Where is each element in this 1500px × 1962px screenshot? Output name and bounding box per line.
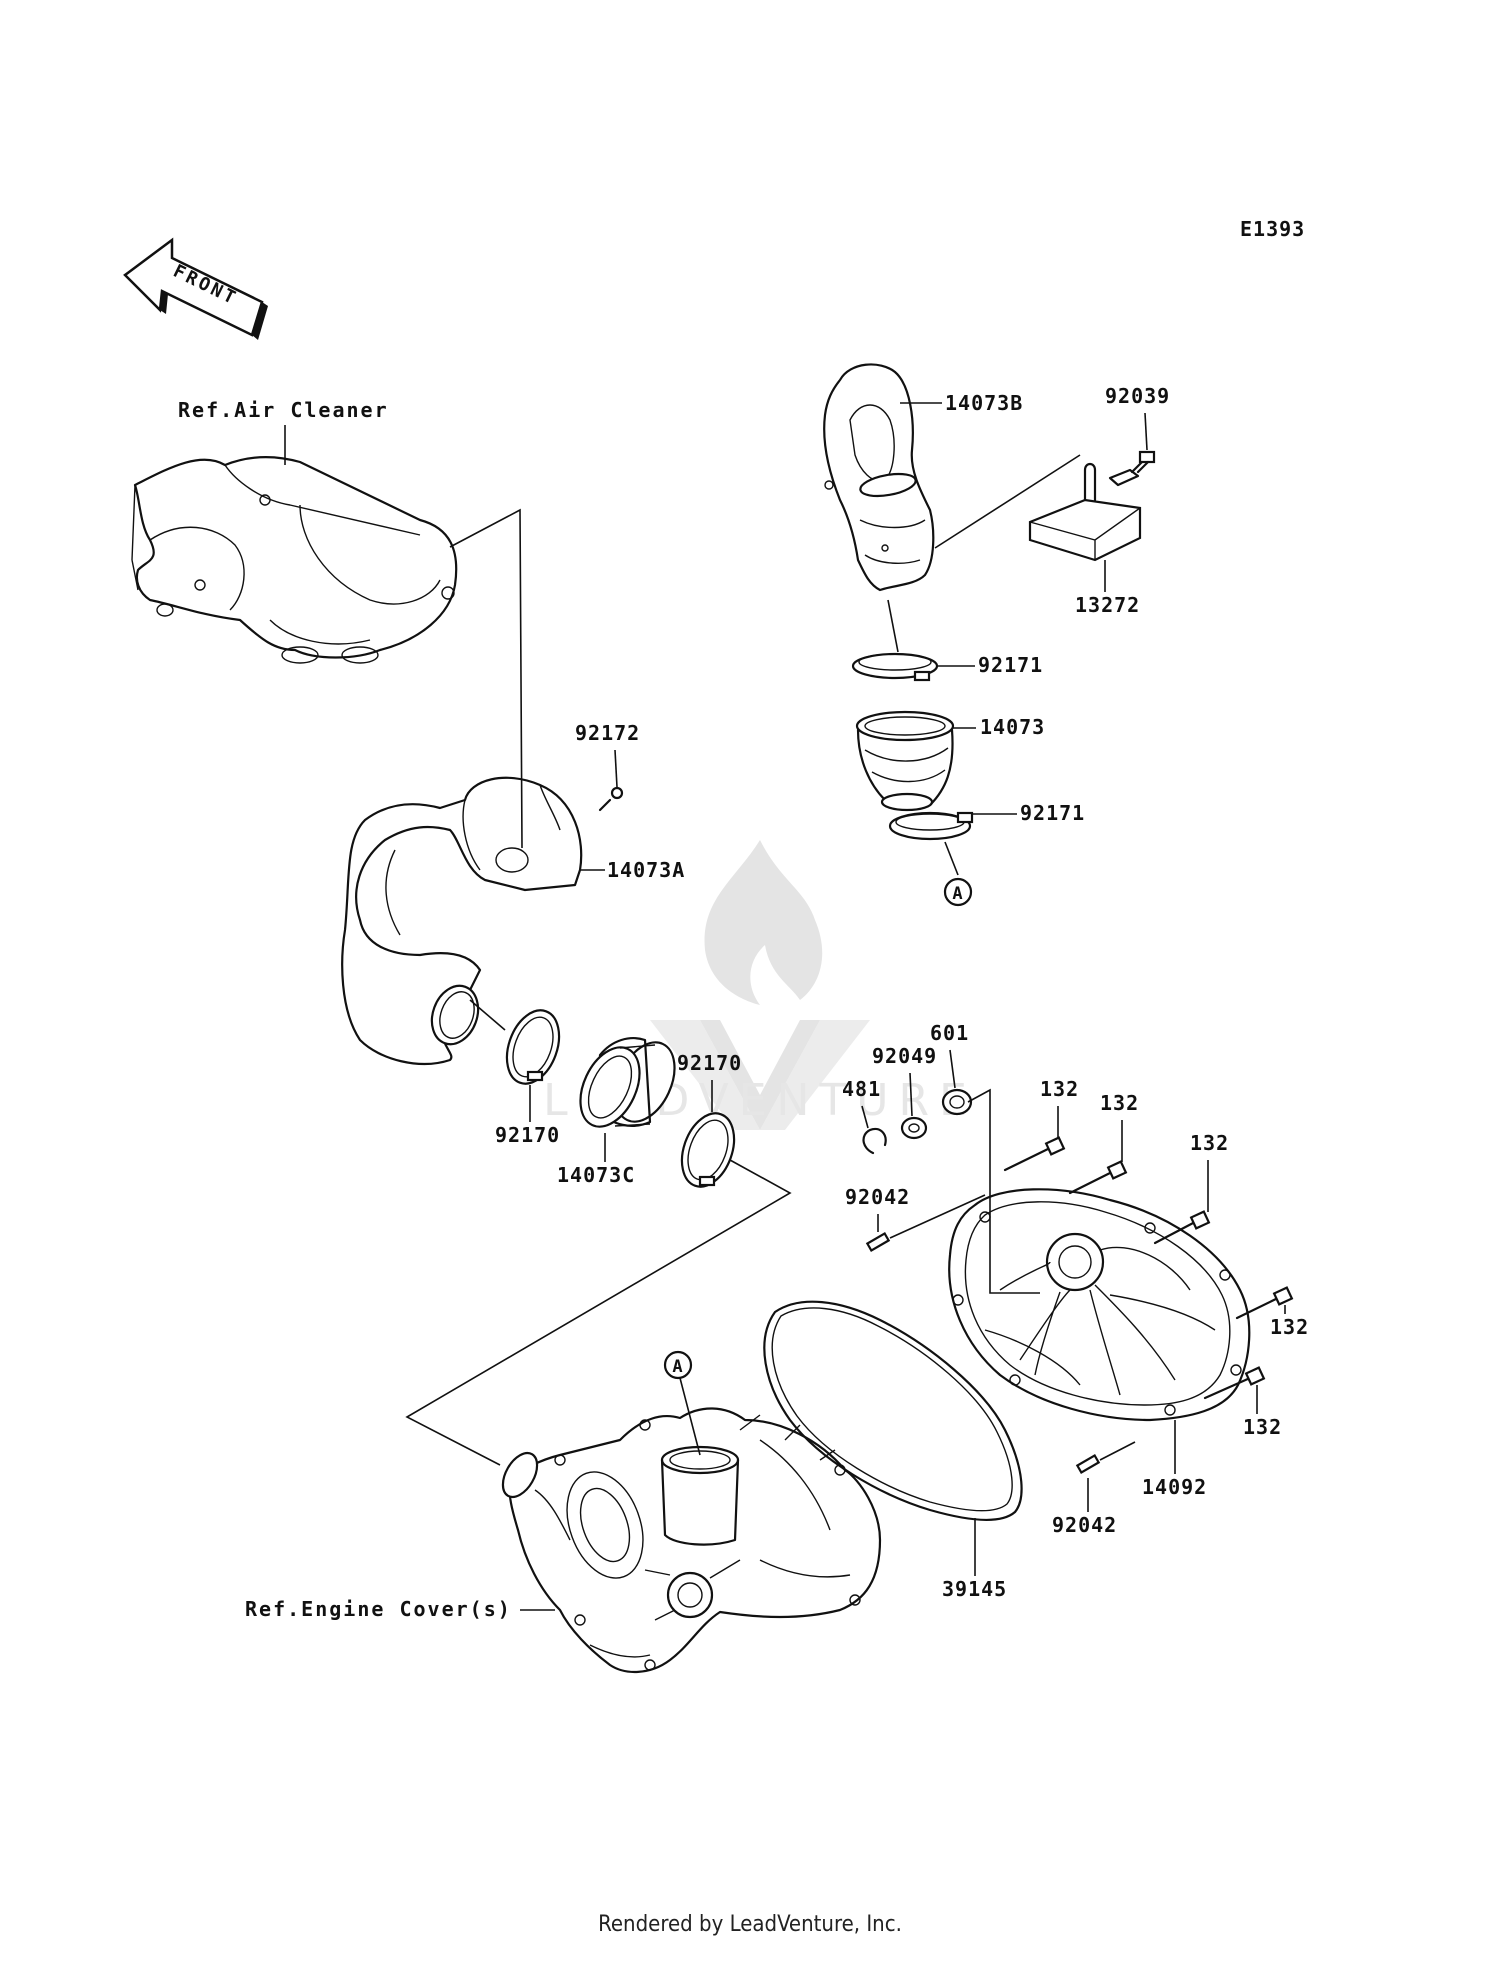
ref-air-cleaner-label: Ref.Air Cleaner bbox=[178, 398, 389, 422]
label-92042-top: 92042 bbox=[845, 1185, 910, 1209]
label-14073a: 14073A bbox=[607, 858, 685, 882]
seal-92049 bbox=[900, 1116, 928, 1140]
dowel-92042-bottom bbox=[1075, 1454, 1101, 1474]
dowel-92042-top bbox=[865, 1232, 891, 1252]
label-601: 601 bbox=[930, 1021, 969, 1045]
duct-14073b bbox=[823, 363, 935, 592]
duct-14073a bbox=[341, 776, 583, 1066]
clamp-92171-top bbox=[851, 652, 939, 682]
engine-cover-ref-part bbox=[501, 1407, 882, 1674]
label-132-e: 132 bbox=[1243, 1415, 1282, 1439]
gasket-39145 bbox=[763, 1300, 1023, 1521]
callout-a-top-label: A bbox=[952, 884, 963, 904]
bearing-601 bbox=[941, 1088, 973, 1116]
screw-92172: 92172 bbox=[575, 721, 640, 812]
bolt-132-d bbox=[1235, 1286, 1294, 1320]
label-132-d: 132 bbox=[1270, 1315, 1309, 1339]
label-14073b: 14073B bbox=[945, 391, 1023, 415]
diagram-code: E1393 bbox=[1240, 217, 1305, 241]
circlip-481 bbox=[862, 1127, 887, 1155]
footer-credit: Rendered by LeadVenture, Inc. bbox=[598, 1912, 902, 1937]
label-14073: 14073 bbox=[980, 715, 1045, 739]
label-13272: 13272 bbox=[1075, 593, 1140, 617]
connector-601 bbox=[967, 1088, 1040, 1294]
callout-a-bottom: A bbox=[663, 1350, 701, 1456]
clamp-92170-left bbox=[505, 1009, 561, 1085]
bolt-132-a bbox=[1003, 1136, 1066, 1172]
connector-engine-cover bbox=[405, 1159, 792, 1466]
label-92049: 92049 bbox=[872, 1044, 937, 1068]
label-92170-right: 92170 bbox=[677, 1051, 742, 1075]
label-132-c: 132 bbox=[1190, 1131, 1229, 1155]
air-cleaner-ref-part: Ref.Air Cleaner bbox=[131, 398, 458, 664]
clamp-92171-bottom bbox=[888, 811, 974, 841]
label-92171-top: 92171 bbox=[978, 653, 1043, 677]
label-92039: 92039 bbox=[1105, 384, 1170, 408]
clamp-92170-right bbox=[680, 1112, 736, 1188]
bracket-13272 bbox=[1028, 462, 1142, 562]
label-132-b: 132 bbox=[1100, 1091, 1139, 1115]
bolt-132-e bbox=[1203, 1366, 1266, 1400]
label-39145: 39145 bbox=[942, 1577, 1007, 1601]
outer-cover-14092 bbox=[948, 1188, 1251, 1422]
label-14092: 14092 bbox=[1142, 1475, 1207, 1499]
front-arrow-icon: FRONT bbox=[123, 237, 268, 340]
label-92042-bottom: 92042 bbox=[1052, 1513, 1117, 1537]
label-92172: 92172 bbox=[575, 721, 640, 745]
callout-a-top: A bbox=[943, 877, 973, 907]
label-481: 481 bbox=[842, 1077, 881, 1101]
label-92170-left: 92170 bbox=[495, 1123, 560, 1147]
bolt-132-c bbox=[1153, 1210, 1211, 1245]
label-14073c: 14073C bbox=[557, 1163, 635, 1187]
boot-14073 bbox=[855, 710, 955, 812]
bolt-92039 bbox=[1130, 450, 1156, 474]
label-132-a: 132 bbox=[1040, 1077, 1079, 1101]
bolt-132-b bbox=[1068, 1160, 1128, 1195]
callout-a-bottom-label: A bbox=[672, 1357, 683, 1377]
connector-air-cleaner bbox=[449, 508, 523, 849]
sleeve-14073c bbox=[579, 1037, 676, 1128]
label-92171-bottom: 92171 bbox=[1020, 801, 1085, 825]
ref-engine-cover-label: Ref.Engine Cover(s) bbox=[245, 1597, 512, 1621]
